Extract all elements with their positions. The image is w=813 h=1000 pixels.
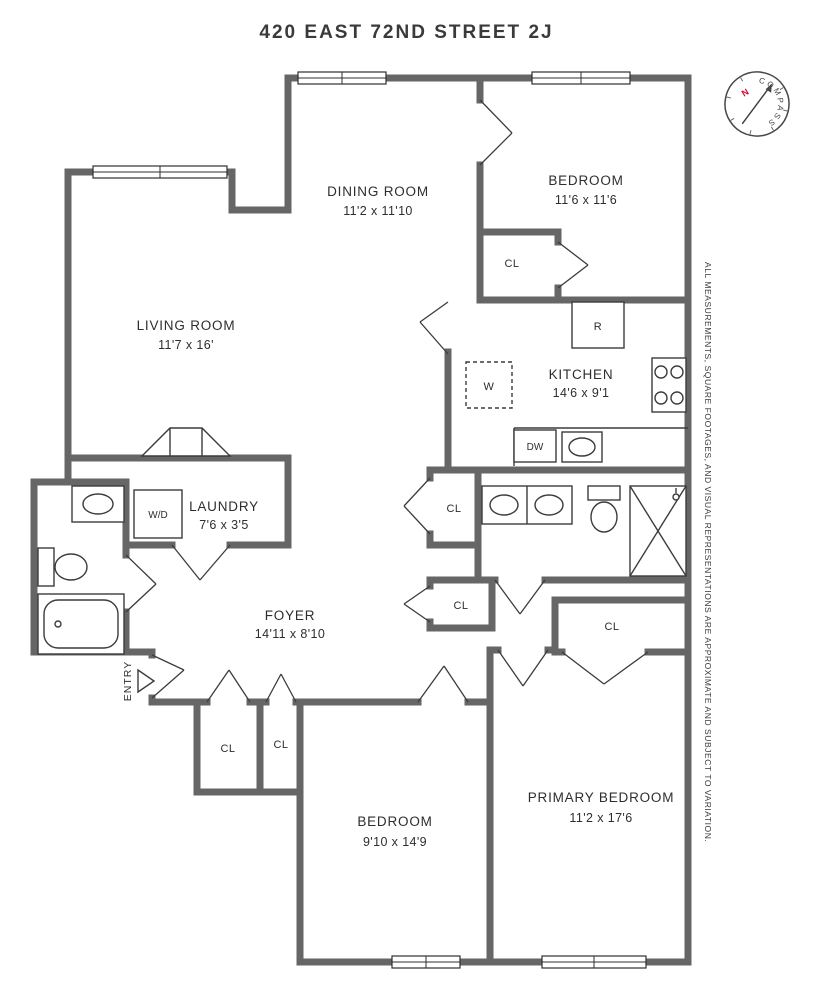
room-label-bedroom-bottom: BEDROOM 9'10 x 14'9 [357,814,432,849]
door-swing [419,301,449,355]
svg-text:PRIMARY BEDROOM: PRIMARY BEDROOM [528,790,675,805]
svg-text:11'2 x 11'10: 11'2 x 11'10 [343,204,413,218]
door-swing [125,554,157,613]
window-bedroom-bottom [391,955,461,969]
closet-label: CL [453,600,468,612]
svg-text:14'6 x 9'1: 14'6 x 9'1 [553,386,610,400]
compass-logo: N COMPASS [724,70,796,137]
door-swing [171,544,231,581]
room-label-laundry: LAUNDRY 7'6 x 3'5 [189,499,259,532]
door-swing [151,654,185,699]
washer-dryer-label: W/D [148,510,167,521]
svg-text:LIVING ROOM: LIVING ROOM [137,318,236,333]
svg-text:DINING ROOM: DINING ROOM [327,184,429,199]
window-bedroom-top [531,71,631,85]
svg-text:11'7 x 16': 11'7 x 16' [158,338,214,352]
dishwasher-label: DW [527,442,544,453]
svg-text:7'6 x 3'5: 7'6 x 3'5 [199,518,248,532]
double-vanity [481,485,573,525]
washer-box [465,361,513,409]
page-title: 420 EAST 72ND STREET 2J [259,22,554,43]
svg-text:KITCHEN: KITCHEN [549,367,614,382]
svg-text:FOYER: FOYER [265,608,316,623]
svg-text:LAUNDRY: LAUNDRY [189,499,259,514]
door-swing [403,477,431,535]
kitchen-sink [561,431,603,463]
window-dining-room [297,71,387,85]
door-swing [417,665,469,703]
svg-text:11'2 x 17'6: 11'2 x 17'6 [569,811,632,825]
svg-text:BEDROOM: BEDROOM [357,814,432,829]
svg-text:14'11 x 8'10: 14'11 x 8'10 [255,627,326,641]
room-label-living: LIVING ROOM 11'7 x 16' [137,318,236,352]
door-swing [265,673,297,703]
room-label-kitchen: KITCHEN 14'6 x 9'1 [549,367,614,400]
washer-label: W [484,381,495,393]
stove [651,357,687,413]
compass-needle [741,83,773,125]
closet-label: CL [446,503,461,515]
door-swing [403,585,431,623]
compass-needle-tip [765,84,772,93]
closet-label: CL [273,739,288,751]
svg-text:BEDROOM: BEDROOM [548,173,623,188]
bathroom-vanity [71,485,125,523]
refrigerator-label: R [594,321,602,333]
fixtures [37,301,688,694]
windows [92,71,647,969]
disclaimer-text: ALL MEASUREMENTS, SQUARE FOOTAGES, AND V… [703,262,713,843]
closet-label: CL [504,258,519,270]
washer-dryer-unit [133,489,183,539]
room-label-foyer: FOYER 14'11 x 8'10 [255,608,326,641]
small-labels: CL CL CL CL CL CL R W DW W/D ENTRY [122,258,619,755]
compass-north: N [740,87,751,99]
bay-alcove [140,427,232,457]
door-swing [561,651,649,685]
door-swing [494,579,546,615]
door-swing [479,99,513,166]
doors [125,99,649,703]
bathtub [37,593,125,655]
room-label-bedroom-top: BEDROOM 11'6 x 11'6 [548,173,623,207]
door-swing [557,241,589,289]
shower [629,485,687,577]
closet-label: CL [604,621,619,633]
room-label-primary: PRIMARY BEDROOM 11'2 x 17'6 [528,790,675,825]
toilet-2 [587,485,621,533]
closet-label: CL [220,743,235,755]
room-labels: DINING ROOM 11'2 x 11'10 BEDROOM 11'6 x … [137,173,675,849]
entry-label: ENTRY [122,661,134,701]
door-swing [206,669,251,703]
refrigerator-box [571,301,625,349]
entry-arrow-icon [137,668,156,694]
toilet [37,547,88,587]
window-living-room [92,165,228,179]
room-label-dining: DINING ROOM 11'2 x 11'10 [327,184,429,218]
door-swing [497,649,549,687]
dishwasher-box [513,429,557,463]
svg-text:9'10 x 14'9: 9'10 x 14'9 [363,835,427,849]
window-primary-bedroom [541,955,647,969]
svg-text:11'6 x 11'6: 11'6 x 11'6 [555,193,617,207]
